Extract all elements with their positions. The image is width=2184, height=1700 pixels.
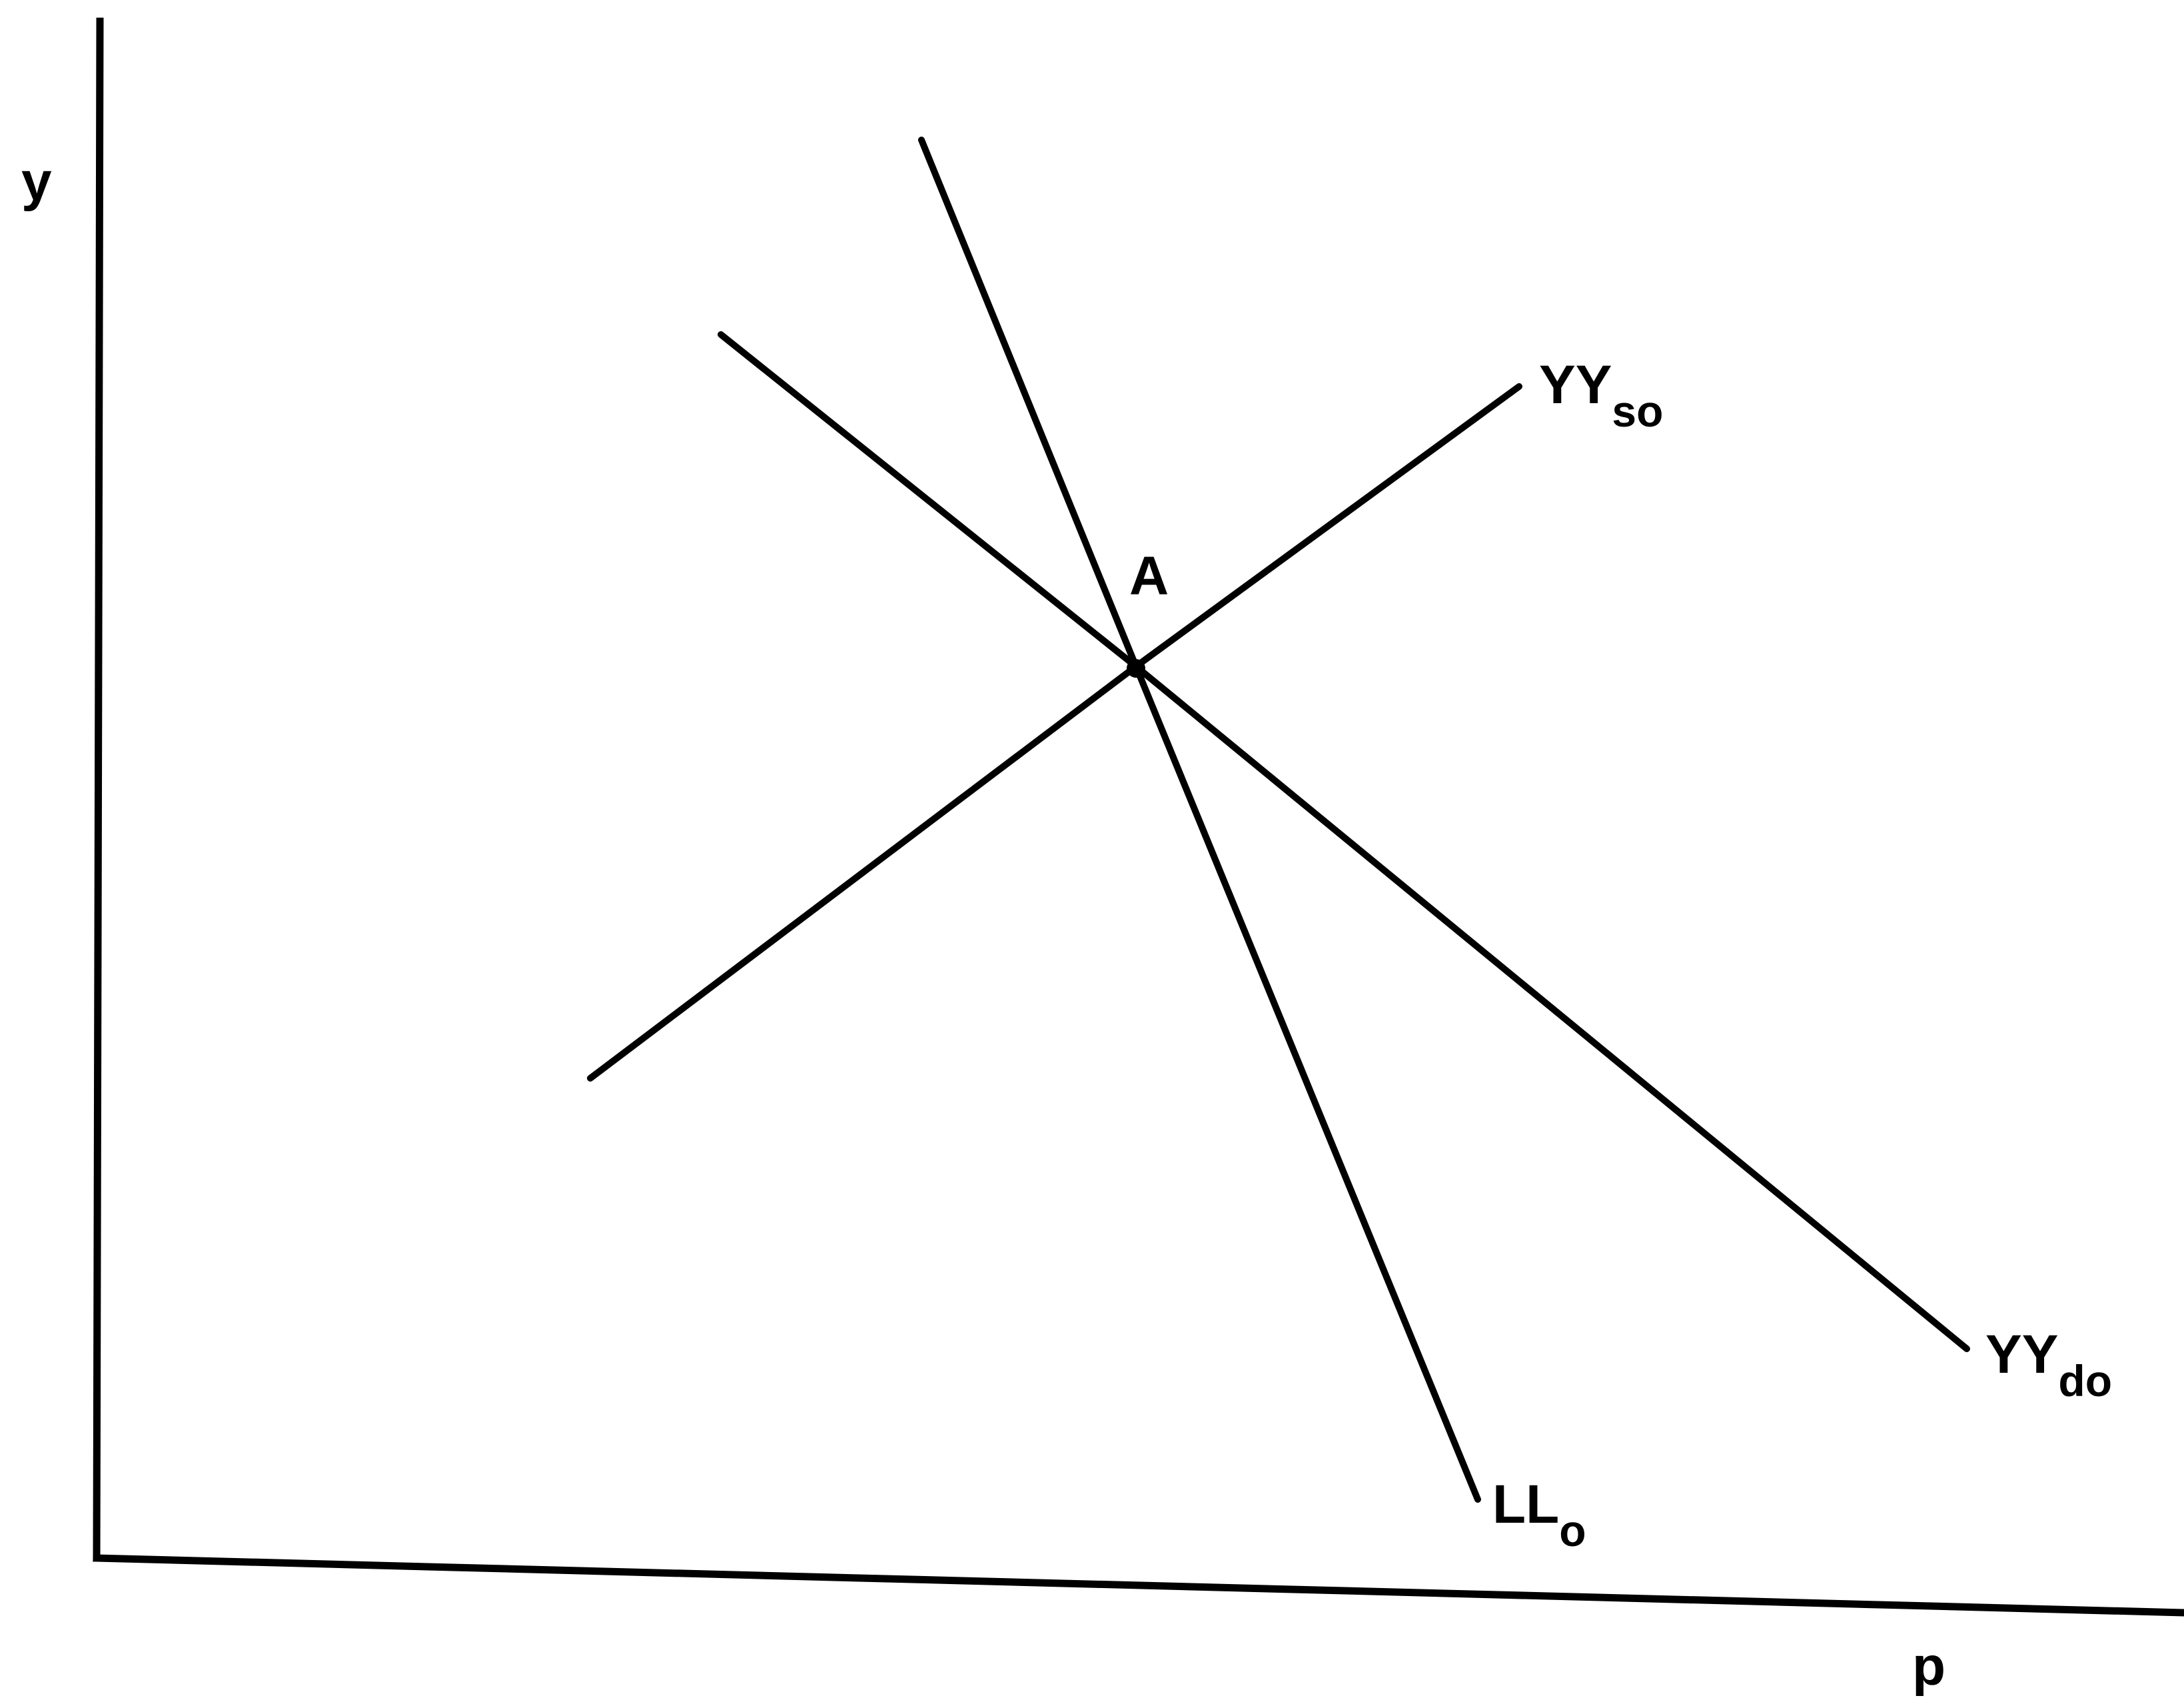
yy-supply-curve — [587, 383, 1522, 1082]
ll-curve — [918, 137, 1481, 1503]
y-axis-label: y — [21, 151, 52, 212]
yy-supply-label-main: YY — [1539, 355, 1612, 415]
yy-demand-label: YYdo — [1985, 1324, 2112, 1405]
x-axis — [93, 1554, 2184, 1617]
equilibrium-point-marker — [1127, 659, 1145, 678]
yy-demand-label-main: YY — [1985, 1324, 2058, 1385]
ll-label: LLo — [1492, 1474, 1586, 1555]
ll-label-main: LL — [1492, 1474, 1559, 1535]
yy-demand-label-subscript: do — [2058, 1356, 2112, 1405]
y-axis — [93, 17, 104, 1562]
x-axis-label: p — [1912, 1636, 1945, 1697]
yy-supply-label: YYso — [1539, 355, 1663, 436]
ll-label-subscript: o — [1559, 1506, 1586, 1555]
yy-supply-label-subscript: so — [1612, 387, 1663, 436]
equilibrium-point-label: A — [1129, 546, 1169, 606]
